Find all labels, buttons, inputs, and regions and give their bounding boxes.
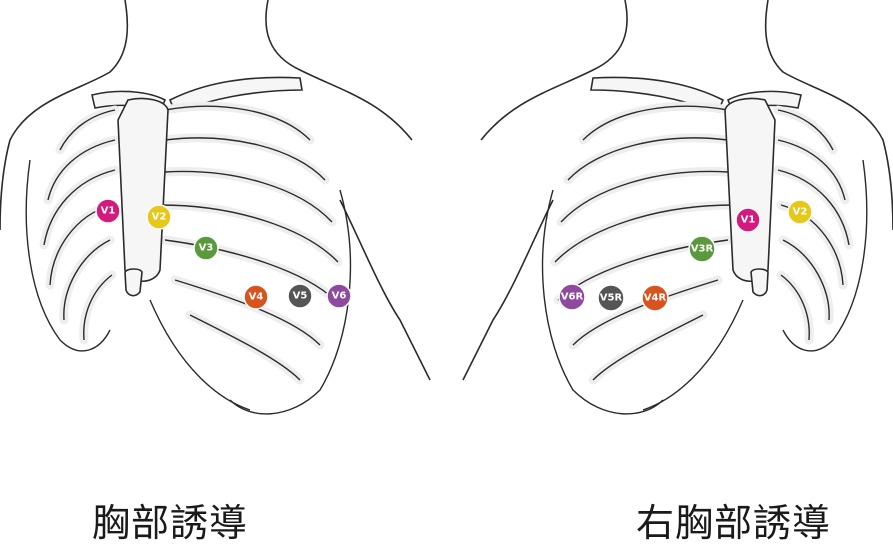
electrode-label: V2 bbox=[793, 207, 808, 218]
electrode-label: V3R bbox=[691, 244, 714, 255]
electrode-left-v3: V3 bbox=[194, 236, 218, 260]
electrode-right-v3r: V3R bbox=[689, 236, 715, 262]
electrode-label: V4 bbox=[249, 292, 264, 303]
electrode-left-v2: V2 bbox=[147, 205, 171, 229]
electrode-label: V5R bbox=[600, 293, 623, 304]
electrode-label: V2 bbox=[152, 212, 167, 223]
left-torso-illustration bbox=[0, 0, 430, 414]
electrode-right-v5r: V5R bbox=[598, 285, 624, 311]
electrode-right-v2: V2 bbox=[788, 200, 812, 224]
left-caption: 胸部誘導 bbox=[92, 492, 248, 547]
electrode-left-v5: V5 bbox=[288, 284, 312, 308]
electrode-right-v6r: V6R bbox=[559, 284, 585, 310]
electrode-label: V4R bbox=[644, 293, 667, 304]
electrode-label: V6 bbox=[332, 291, 347, 302]
electrode-label: V1 bbox=[101, 206, 116, 217]
electrode-left-v1: V1 bbox=[96, 199, 120, 223]
electrode-label: V6R bbox=[561, 292, 584, 303]
electrode-left-v6: V6 bbox=[327, 284, 351, 308]
electrode-right-v1: V1 bbox=[736, 208, 760, 232]
electrode-left-v4: V4 bbox=[244, 285, 268, 309]
electrode-label: V3 bbox=[199, 243, 214, 254]
electrode-label: V5 bbox=[293, 291, 308, 302]
electrode-right-v4r: V4R bbox=[642, 285, 668, 311]
electrode-label: V1 bbox=[741, 215, 756, 226]
right-torso-illustration bbox=[463, 0, 893, 414]
right-caption: 右胸部誘導 bbox=[636, 492, 831, 547]
